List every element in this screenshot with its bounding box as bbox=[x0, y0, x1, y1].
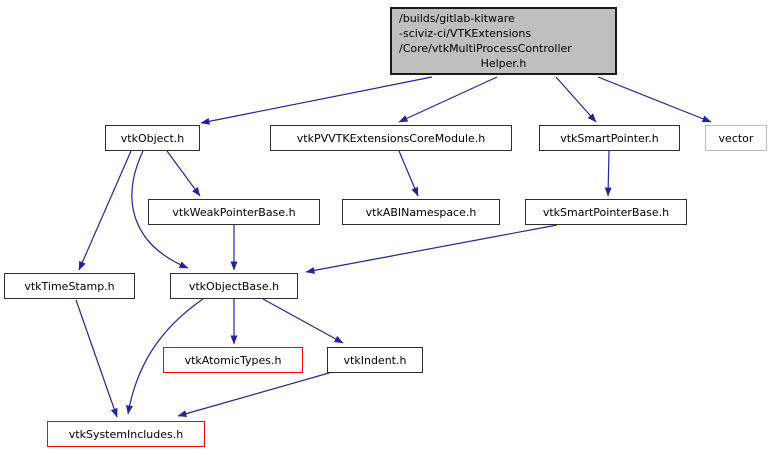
edge-vtkobjectbase-to-vtkindent bbox=[262, 298, 344, 344]
edge-main-to-vector bbox=[597, 76, 712, 123]
node-vtkobject-h[interactable]: vtkObject.h bbox=[105, 125, 200, 151]
edge-vtkobject-to-vtkweakpointerbase bbox=[166, 150, 201, 197]
edge-main-to-vtkobject bbox=[200, 76, 433, 125]
node-label: vtkTimeStamp.h bbox=[24, 279, 115, 293]
main-file-line: /Core/vtkMultiProcessController bbox=[399, 42, 572, 55]
node-label: vtkSystemIncludes.h bbox=[68, 427, 184, 441]
node-label: vtkObject.h bbox=[120, 131, 185, 145]
node-label: vtkSmartPointerBase.h bbox=[542, 205, 670, 219]
node-label: vtkIndent.h bbox=[343, 353, 407, 367]
node-vtktimestamp-h[interactable]: vtkTimeStamp.h bbox=[4, 273, 135, 299]
node-vtkpvvtkextensionscoremodule-h[interactable]: vtkPVVTKExtensionsCoreModule.h bbox=[270, 125, 512, 151]
node-label: vtkWeakPointerBase.h bbox=[172, 205, 296, 219]
node-label: vtkPVVTKExtensionsCoreModule.h bbox=[296, 131, 486, 145]
edge-vtksmartpointer-to-vtksmartpointerbase bbox=[604, 150, 612, 197]
main-file-line: /builds/gitlab-kitware bbox=[399, 12, 515, 25]
node-vtksystemincludes-h[interactable]: vtkSystemIncludes.h bbox=[47, 421, 205, 447]
node-vtkobjectbase-h[interactable]: vtkObjectBase.h bbox=[170, 273, 298, 299]
node-label: vtkSmartPointer.h bbox=[560, 131, 659, 145]
node-vtkatomictypes-h[interactable]: vtkAtomicTypes.h bbox=[163, 347, 303, 373]
edge-main-to-pvvtkextcoremodule bbox=[398, 76, 498, 123]
edge-main-to-vtksmartpointer bbox=[555, 76, 597, 123]
node-label: vtkObjectBase.h bbox=[188, 279, 280, 293]
node-label: vtkAtomicTypes.h bbox=[184, 353, 282, 367]
node-vector: vector bbox=[705, 125, 767, 151]
node-vtkabinamespace-h[interactable]: vtkABINamespace.h bbox=[342, 199, 500, 225]
node-vtkweakpointerbase-h[interactable]: vtkWeakPointerBase.h bbox=[148, 199, 320, 225]
edge-vtkobject-to-vtktimestamp bbox=[78, 150, 132, 271]
edge-vtktimestamp-to-vtksystemincludes bbox=[75, 299, 118, 418]
node-vtkindent-h[interactable]: vtkIndent.h bbox=[327, 347, 423, 373]
main-file-line: -sciviz-ci/VTKExtensions bbox=[399, 27, 532, 40]
edge-pvvtkextcoremodule-to-vtkabinamespace bbox=[398, 150, 419, 197]
edge-vtksmartpointerbase-to-vtkobjectbase bbox=[305, 224, 558, 274]
node-label: vector bbox=[718, 131, 754, 145]
main-file-line: Helper.h bbox=[480, 57, 527, 70]
node-vtksmartpointer-h[interactable]: vtkSmartPointer.h bbox=[539, 125, 680, 151]
node-vtksmartpointerbase-h[interactable]: vtkSmartPointerBase.h bbox=[525, 199, 687, 225]
edge-vtkindent-to-vtksystemincludes bbox=[177, 372, 330, 418]
node-label: vtkABINamespace.h bbox=[365, 205, 477, 219]
node-main-file: /builds/gitlab-kitware -sciviz-ci/VTKExt… bbox=[390, 7, 617, 75]
